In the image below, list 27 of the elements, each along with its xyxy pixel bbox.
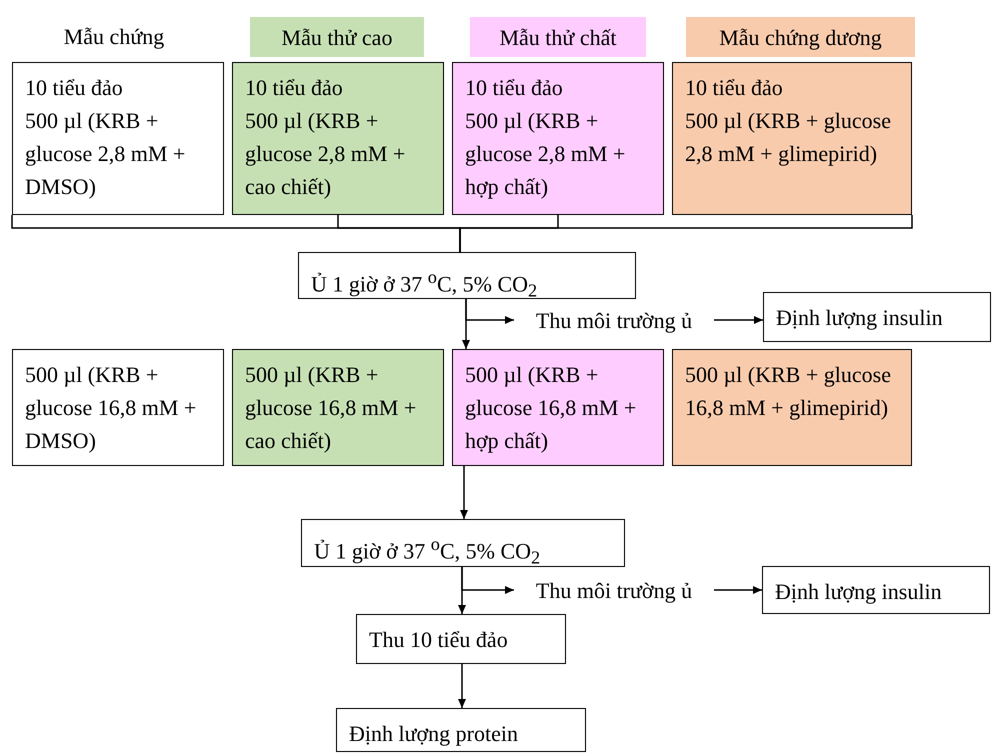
sample-box: 10 tiểu đảo 500 µl (KRB + glucose 2,8 mM + hợp chất) xyxy=(452,62,664,215)
arrow xyxy=(714,586,762,594)
arrow xyxy=(460,466,468,519)
sample-box: 500 µl (KRB + glucose 16,8 mM + hợp chất) xyxy=(452,349,664,466)
process-box: Ủ 1 giờ ở 37 $^{o}$C, 5% CO$_{2}$ xyxy=(301,519,625,567)
connector-line xyxy=(459,215,913,252)
step-text: Thu môi trường ủ xyxy=(514,304,714,336)
step-text: Thu môi trường ủ xyxy=(514,574,714,606)
sample-box: 10 tiểu đảo 500 µl (KRB + glucose 2,8 mM + DMSO) xyxy=(12,62,224,215)
sample-box: 500 µl (KRB + glucose 16,8 mM + cao chiết) xyxy=(232,349,444,466)
column-heading: Mẫu chứng dương xyxy=(686,17,915,57)
column-heading: Mẫu chứng xyxy=(44,16,184,56)
column-heading: Mẫu thử chất xyxy=(470,17,646,57)
process-box: Định lượng protein xyxy=(336,708,586,752)
process-box: Thu 10 tiểu đảo xyxy=(356,614,566,664)
arrow xyxy=(714,316,763,324)
process-box: Định lượng insulin xyxy=(763,292,991,342)
sample-box: 500 µl (KRB + glucose 16,8 mM + DMSO) xyxy=(12,349,224,466)
sample-box: 500 µl (KRB + glucose 16,8 mM + glimepirid) xyxy=(672,349,912,466)
process-box: Định lượng insulin xyxy=(762,566,990,614)
arrow xyxy=(458,567,466,614)
sample-box: 10 tiểu đảo 500 µl (KRB + glucose 2,8 mM + glimepirid) xyxy=(672,62,912,215)
sample-box: 10 tiểu đảo 500 µl (KRB + glucose 2,8 mM + cao chiết) xyxy=(232,62,444,215)
arrow xyxy=(458,664,466,708)
process-box: Ủ 1 giờ ở 37 $^{o}$C, 5% CO$_{2}$ xyxy=(298,252,636,299)
column-heading: Mẫu thử cao xyxy=(250,17,424,57)
arrow xyxy=(465,299,514,324)
